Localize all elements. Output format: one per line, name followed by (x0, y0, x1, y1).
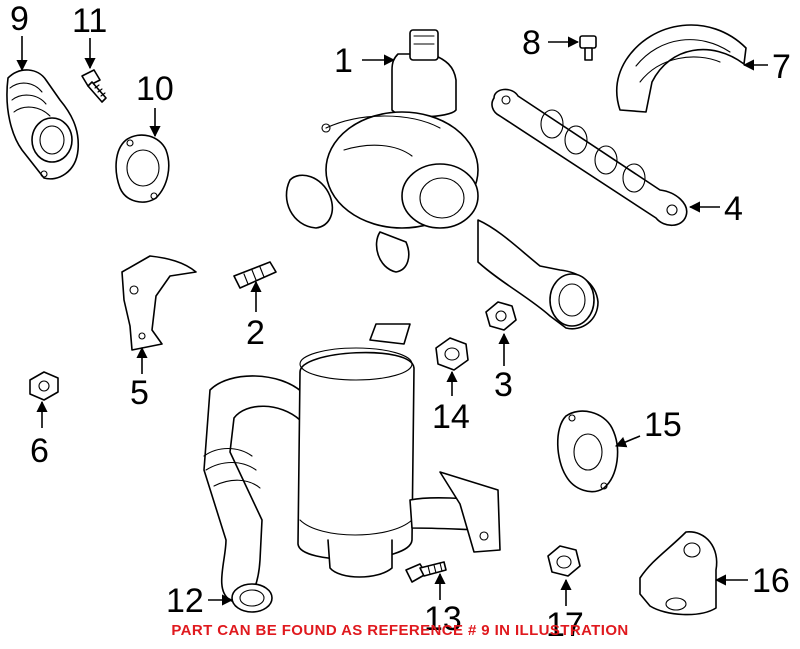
callout-14: 14 (432, 398, 470, 436)
callout-10: 10 (136, 70, 174, 108)
callout-1: 1 (334, 42, 353, 80)
part-10-drawing (115, 134, 170, 203)
callout-4: 4 (724, 190, 743, 228)
part-9-drawing (6, 69, 80, 180)
part-8-drawing (579, 35, 597, 61)
part-7-drawing (615, 24, 747, 113)
leader-15 (614, 435, 641, 448)
part-13-drawing (405, 561, 447, 583)
callout-13: 13 (424, 600, 462, 638)
reference-note: PART CAN BE FOUND AS REFERENCE # 9 IN IL… (171, 622, 629, 639)
callout-5: 5 (130, 374, 149, 412)
part-5-drawing (121, 255, 197, 351)
part-14-drawing (435, 337, 469, 371)
part-11-drawing (81, 69, 107, 103)
callout-numbers: 1 2 3 4 5 6 7 8 9 10 11 12 13 14 15 16 1… (10, 0, 791, 644)
part-6-drawing (29, 371, 59, 401)
callout-17: 17 (546, 606, 584, 644)
exhaust-outlet-drawing (477, 219, 599, 330)
callout-11: 11 (72, 2, 107, 40)
callout-6: 6 (30, 432, 49, 470)
part-15-drawing (556, 410, 619, 493)
catalytic-converter-drawing (203, 323, 501, 613)
leader-lines (16, 36, 768, 606)
part-16-drawing (639, 531, 718, 616)
part-17-drawing (547, 545, 581, 577)
part-4-drawing (491, 88, 688, 227)
callout-7: 7 (772, 48, 791, 86)
callout-3: 3 (494, 366, 513, 404)
callout-12: 12 (166, 582, 204, 620)
callout-15: 15 (644, 406, 682, 444)
callout-9: 9 (10, 0, 29, 38)
callout-16: 16 (752, 562, 790, 600)
part-1-turbocharger-drawing (285, 29, 479, 273)
callout-8: 8 (522, 24, 541, 62)
callout-2: 2 (246, 314, 265, 352)
part-2-drawing (233, 261, 277, 289)
part-3-drawing (485, 301, 517, 331)
